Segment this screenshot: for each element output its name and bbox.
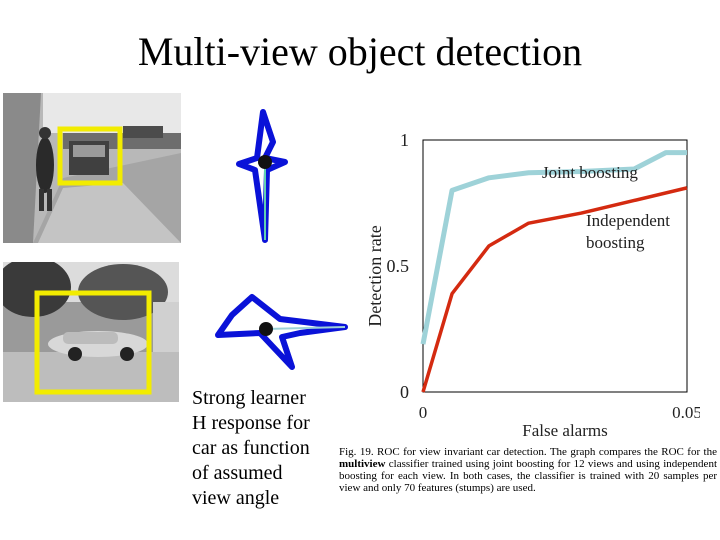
plot-frame: [422, 139, 688, 393]
response-caption: Strong learner H response for car as fun…: [192, 386, 310, 511]
caption-line: view angle: [192, 487, 280, 509]
series-line-independent: [421, 186, 688, 393]
caption-line: Strong learner: [192, 387, 306, 409]
street-photo: [3, 93, 181, 243]
figure-caption: Fig. 19. ROC for view invariant car dete…: [339, 446, 717, 494]
slide-title: Multi-view object detection: [137, 29, 583, 74]
y-tick-label: 0: [400, 382, 409, 402]
polar-response-plot: [200, 285, 350, 385]
x-axis-label: False alarms: [522, 421, 607, 438]
parking-lot-photo: [3, 262, 179, 402]
figure-caption-text: classifier trained using joint boosting …: [339, 458, 717, 494]
figure-label: Fig. 19.: [339, 446, 374, 458]
caption-line: H response for: [192, 412, 310, 434]
caption-line: car as function: [192, 437, 310, 459]
figure-caption-bold: multiview: [339, 458, 386, 470]
y-tick-label: 0.5: [387, 256, 410, 276]
polar-response-plot: [225, 100, 315, 250]
caption-line: of assumed: [192, 462, 283, 484]
figure-caption-text: ROC for view invariant car detection. Th…: [377, 446, 717, 458]
legend-label: Joint boosting: [542, 163, 638, 182]
x-tick-label: 0.05: [672, 403, 700, 422]
y-tick-label: 1: [400, 130, 409, 150]
legend-label: boosting: [586, 233, 645, 252]
x-tick-label: 0: [419, 403, 428, 422]
legend-label: Independent: [586, 211, 670, 230]
series-line-joint: [420, 150, 687, 345]
y-axis-label: Detection rate: [365, 225, 385, 326]
